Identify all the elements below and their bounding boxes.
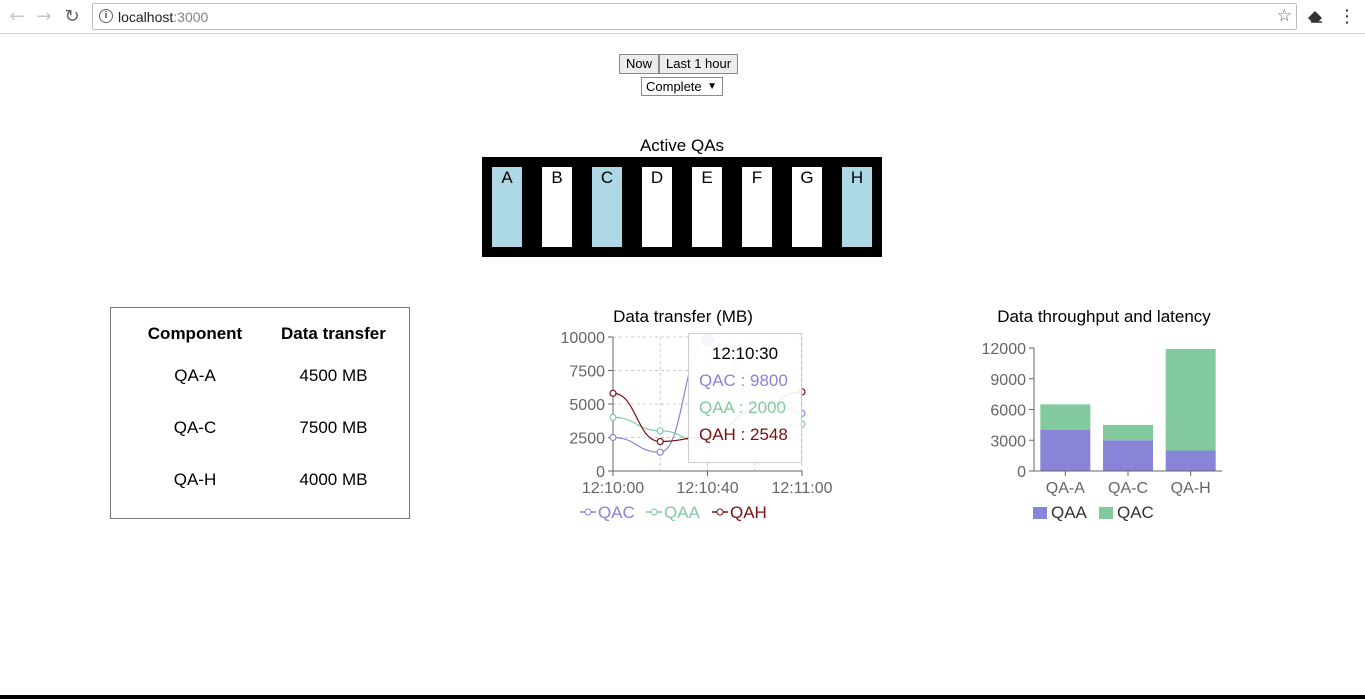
bar-chart-y-tick-label: 12000	[982, 341, 1027, 358]
qa-slot-a[interactable]: A	[492, 167, 522, 247]
bar-qa-h-qaa	[1165, 450, 1216, 471]
bar-qa-a-qac	[1040, 404, 1091, 430]
dropdown-arrow-icon: ▼	[707, 81, 717, 92]
line-point-qah	[609, 389, 617, 397]
kebab-menu-icon[interactable]: ⋮	[1338, 5, 1356, 27]
table-cell-transfer: 4000 MB	[299, 470, 368, 489]
line-chart-y-tick-label: 7500	[569, 364, 605, 381]
bar-chart-x-tick-label: QA-H	[1171, 480, 1211, 497]
bottom-edge	[0, 695, 1365, 699]
legend-marker-icon	[716, 508, 724, 516]
bar-chart-y-tick-label: 3000	[990, 433, 1026, 450]
qa-slot-b[interactable]: B	[542, 167, 572, 247]
table-header-row: Component Data transfer	[121, 318, 398, 350]
bar-chart-x-tick-label: QA-C	[1108, 480, 1148, 497]
tooltip-time: 12:10:30	[711, 344, 779, 363]
bar-qa-h-qac	[1165, 349, 1216, 451]
legend-square-icon	[1099, 507, 1113, 519]
line-chart-title: Data transfer (MB)	[613, 307, 753, 326]
browser-toolbar: ← → ↻ i localhost:3000 ☆ ⋮	[0, 0, 1365, 34]
line-point-qah	[656, 437, 664, 446]
url-text[interactable]: localhost:3000	[118, 9, 209, 25]
eraser-icon[interactable]	[1304, 5, 1326, 27]
tooltip-row-qaa: QAA : 2000	[699, 398, 786, 417]
line-legend-qah: QAH	[730, 503, 767, 522]
table-row: QA-C 7500 MB	[121, 402, 398, 454]
qa-slot-f[interactable]: F	[742, 167, 772, 247]
line-point-qaa	[656, 427, 664, 435]
line-chart-x-tick-label: 12:10:00	[582, 480, 644, 497]
bar-legend-qac: QAC	[1117, 503, 1154, 522]
bar-legend-qaa: QAA	[1051, 503, 1088, 522]
bar-chart-y-tick-label: 9000	[990, 372, 1026, 389]
line-chart-y-tick-label: 5000	[569, 397, 605, 414]
bar-chart-title: Data throughput and latency	[997, 307, 1211, 326]
status-filter-select[interactable]: Complete ▼	[641, 77, 723, 96]
bar-qa-c-qaa	[1103, 440, 1153, 471]
last-hour-button[interactable]: Last 1 hour	[659, 54, 739, 74]
bar-chart-x-tick-label: QA-A	[1046, 480, 1085, 497]
line-chart-tooltip: 12:10:30 QAC : 9800 QAA : 2000 QAH : 254…	[688, 333, 802, 463]
tooltip-row-qah: QAH : 2548	[699, 425, 788, 444]
line-point-qac	[656, 448, 664, 456]
table-cell-transfer: 7500 MB	[299, 418, 368, 437]
arrow-right-icon[interactable]: →	[36, 5, 52, 27]
star-icon[interactable]: ☆	[1276, 6, 1292, 26]
line-chart-y-tick-label: 2500	[569, 431, 605, 448]
line-legend-qaa: QAA	[664, 503, 701, 522]
tooltip-row-qac: QAC : 9800	[699, 371, 788, 390]
address-bar[interactable]: i localhost:3000 ☆	[92, 3, 1297, 30]
qa-slot-e[interactable]: E	[692, 167, 722, 247]
line-point-qaa	[609, 413, 617, 422]
table-cell-component: QA-H	[173, 470, 217, 489]
bar-chart-y-tick-label: 0	[1017, 464, 1026, 481]
table-cell-component: QA-A	[174, 366, 216, 385]
active-qas-title: Active QAs	[639, 136, 725, 155]
legend-square-icon	[1033, 507, 1047, 519]
data-transfer-table: Component Data transfer QA-A 4500 MB QA-…	[110, 307, 410, 519]
time-range-buttons: Now Last 1 hour	[619, 54, 739, 74]
legend-marker-icon	[584, 508, 592, 516]
legend-marker-icon	[650, 508, 658, 516]
table-header-component: Component	[147, 324, 243, 343]
info-icon[interactable]: i	[99, 9, 113, 23]
table-row: QA-A 4500 MB	[121, 350, 398, 402]
qa-slot-h[interactable]: H	[842, 167, 872, 247]
bar-qa-a-qaa	[1040, 430, 1091, 471]
line-point-qac	[609, 433, 617, 442]
now-button[interactable]: Now	[619, 54, 660, 74]
qa-slot-g[interactable]: G	[792, 167, 822, 247]
table-row: QA-H 4000 MB	[121, 454, 398, 506]
reload-icon[interactable]: ↻	[64, 5, 80, 27]
qa-slot-c[interactable]: C	[592, 167, 622, 247]
line-chart-x-tick-label: 12:11:00	[771, 480, 832, 497]
bar-qa-c-qac	[1103, 424, 1153, 441]
table-cell-component: QA-C	[173, 418, 217, 437]
table-header-data-transfer: Data transfer	[281, 324, 386, 343]
line-chart-x-tick-label: 12:10:40	[676, 480, 738, 497]
line-chart-y-tick-label: 10000	[561, 330, 606, 347]
bar-chart-y-tick-label: 6000	[990, 403, 1026, 420]
table-cell-transfer: 4500 MB	[299, 366, 368, 385]
line-chart-y-tick-label: 0	[596, 464, 605, 481]
qa-slot-d[interactable]: D	[642, 167, 672, 247]
line-legend-qac: QAC	[598, 503, 635, 522]
arrow-left-icon[interactable]: ←	[9, 5, 25, 27]
